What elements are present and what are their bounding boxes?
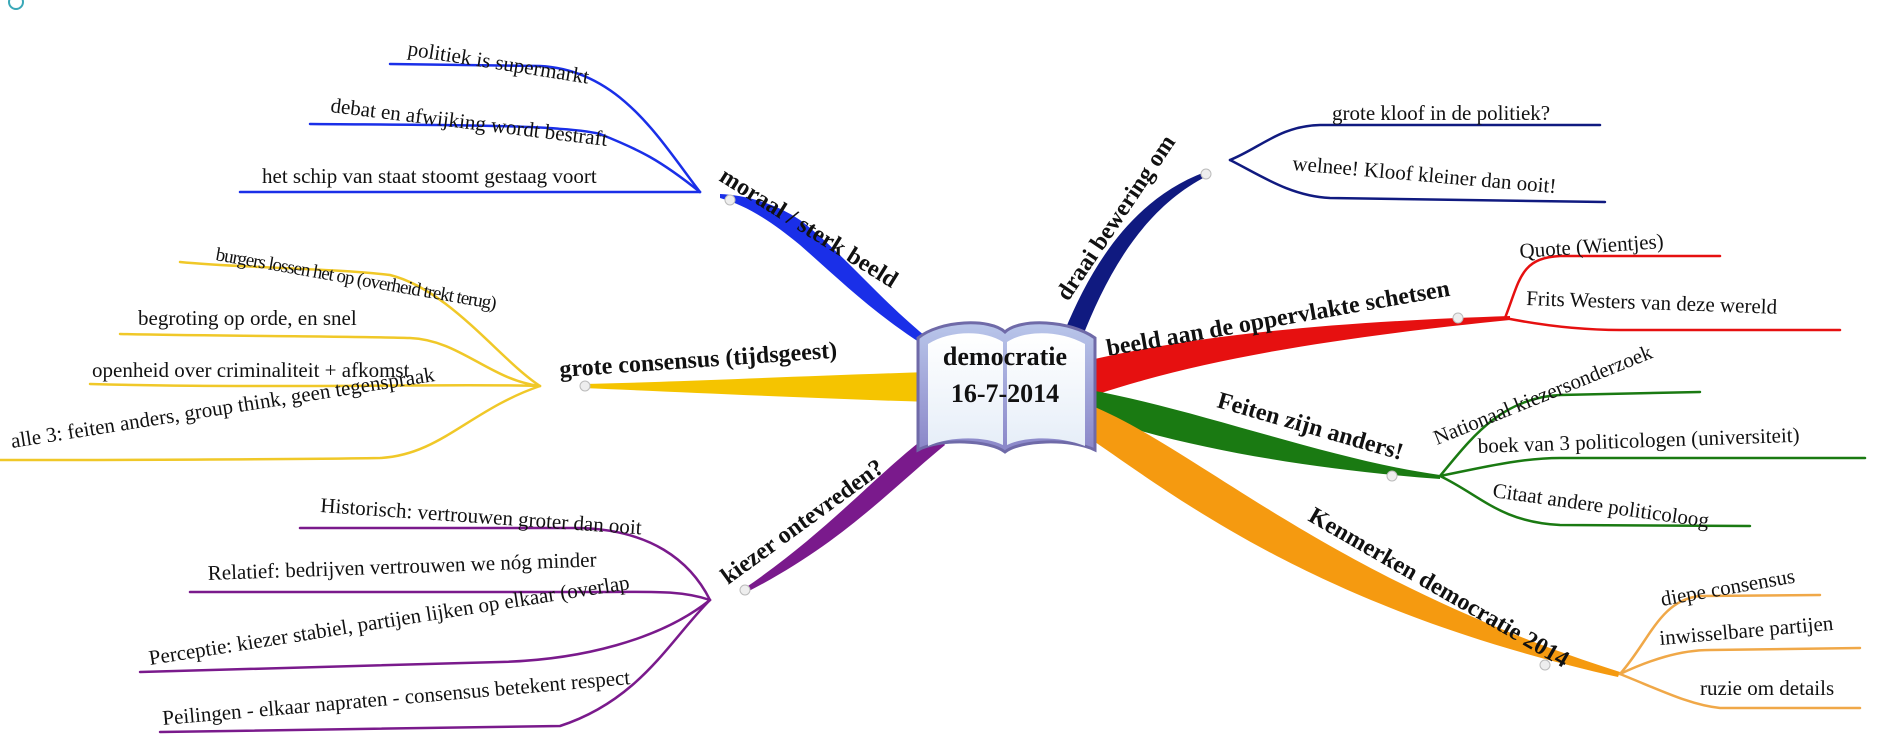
leaf-beeld-1[interactable]: Frits Westers van deze wereld: [1526, 286, 1778, 319]
branch-feiten-line: [1090, 390, 1440, 479]
leaf-kenmerken-1[interactable]: inwisselbare partijen: [1658, 611, 1834, 650]
branch-consensus-label[interactable]: grote consensus (tijdsgeest): [559, 338, 838, 383]
leaf-kenmerken-2[interactable]: ruzie om details: [1700, 676, 1834, 700]
leaf-beeld-0[interactable]: Quote (Wientjes): [1519, 229, 1665, 263]
leaf-feiten-1[interactable]: boek van 3 politicologen (universiteit): [1477, 423, 1800, 458]
leaf-consensus-1[interactable]: begroting op orde, en snel: [138, 306, 357, 330]
leaf-consensus-0[interactable]: burgers lossen het op (overheid trekt te…: [214, 244, 498, 314]
leaf-moraal-1[interactable]: debat en afwijking wordt bestraft: [329, 93, 609, 151]
branch-kiezer-label[interactable]: kiezer ontevreden?: [716, 455, 889, 590]
central-topic[interactable]: democratie 16-7-2014: [916, 321, 1097, 454]
branch-beeld-line: [1090, 316, 1510, 395]
main-branches: [582, 172, 1620, 677]
leaf-kiezer-3[interactable]: Peilingen - elkaar napraten - consensus …: [161, 665, 631, 730]
branch-draai-line: [1065, 172, 1207, 338]
corner-icon: [8, 0, 24, 10]
leaf-draai-1[interactable]: welnee! Kloof kleiner dan ooit!: [1292, 151, 1558, 198]
junction-dots: [579, 168, 1551, 671]
leaf-kiezer-1[interactable]: Relatief: bedrijven vertrouwen we nóg mi…: [207, 547, 597, 585]
branch-moraal-label[interactable]: moraal / sterk beeld: [715, 163, 903, 294]
center-title-line2: 16-7-2014: [951, 379, 1059, 408]
leaf-kiezer-2[interactable]: Perceptie: kiezer stabiel, partijen lijk…: [147, 570, 631, 670]
branch-kenmerken-line: [1085, 405, 1620, 677]
leaf-lines: [0, 62, 1867, 734]
leaf-draai-0[interactable]: grote kloof in de politiek?: [1332, 101, 1550, 125]
branch-kiezer-line: [745, 430, 945, 593]
leaf-kenmerken-0[interactable]: diepe consensus: [1659, 564, 1797, 611]
branch-consensus-line: [582, 372, 930, 402]
leaf-moraal-0[interactable]: politiek is supermarkt: [406, 36, 591, 88]
leaf-kiezer-0[interactable]: Historisch: vertrouwen groter dan ooit: [320, 493, 643, 539]
leaf-moraal-2[interactable]: het schip van staat stoomt gestaag voort: [262, 164, 597, 188]
branch-moraal-line: [720, 194, 940, 355]
center-title-line1: democratie: [943, 342, 1067, 371]
branch-draai-label[interactable]: draai bewering om: [1051, 131, 1181, 306]
leaf-consensus-2[interactable]: openheid over criminaliteit + afkomst: [92, 358, 410, 382]
